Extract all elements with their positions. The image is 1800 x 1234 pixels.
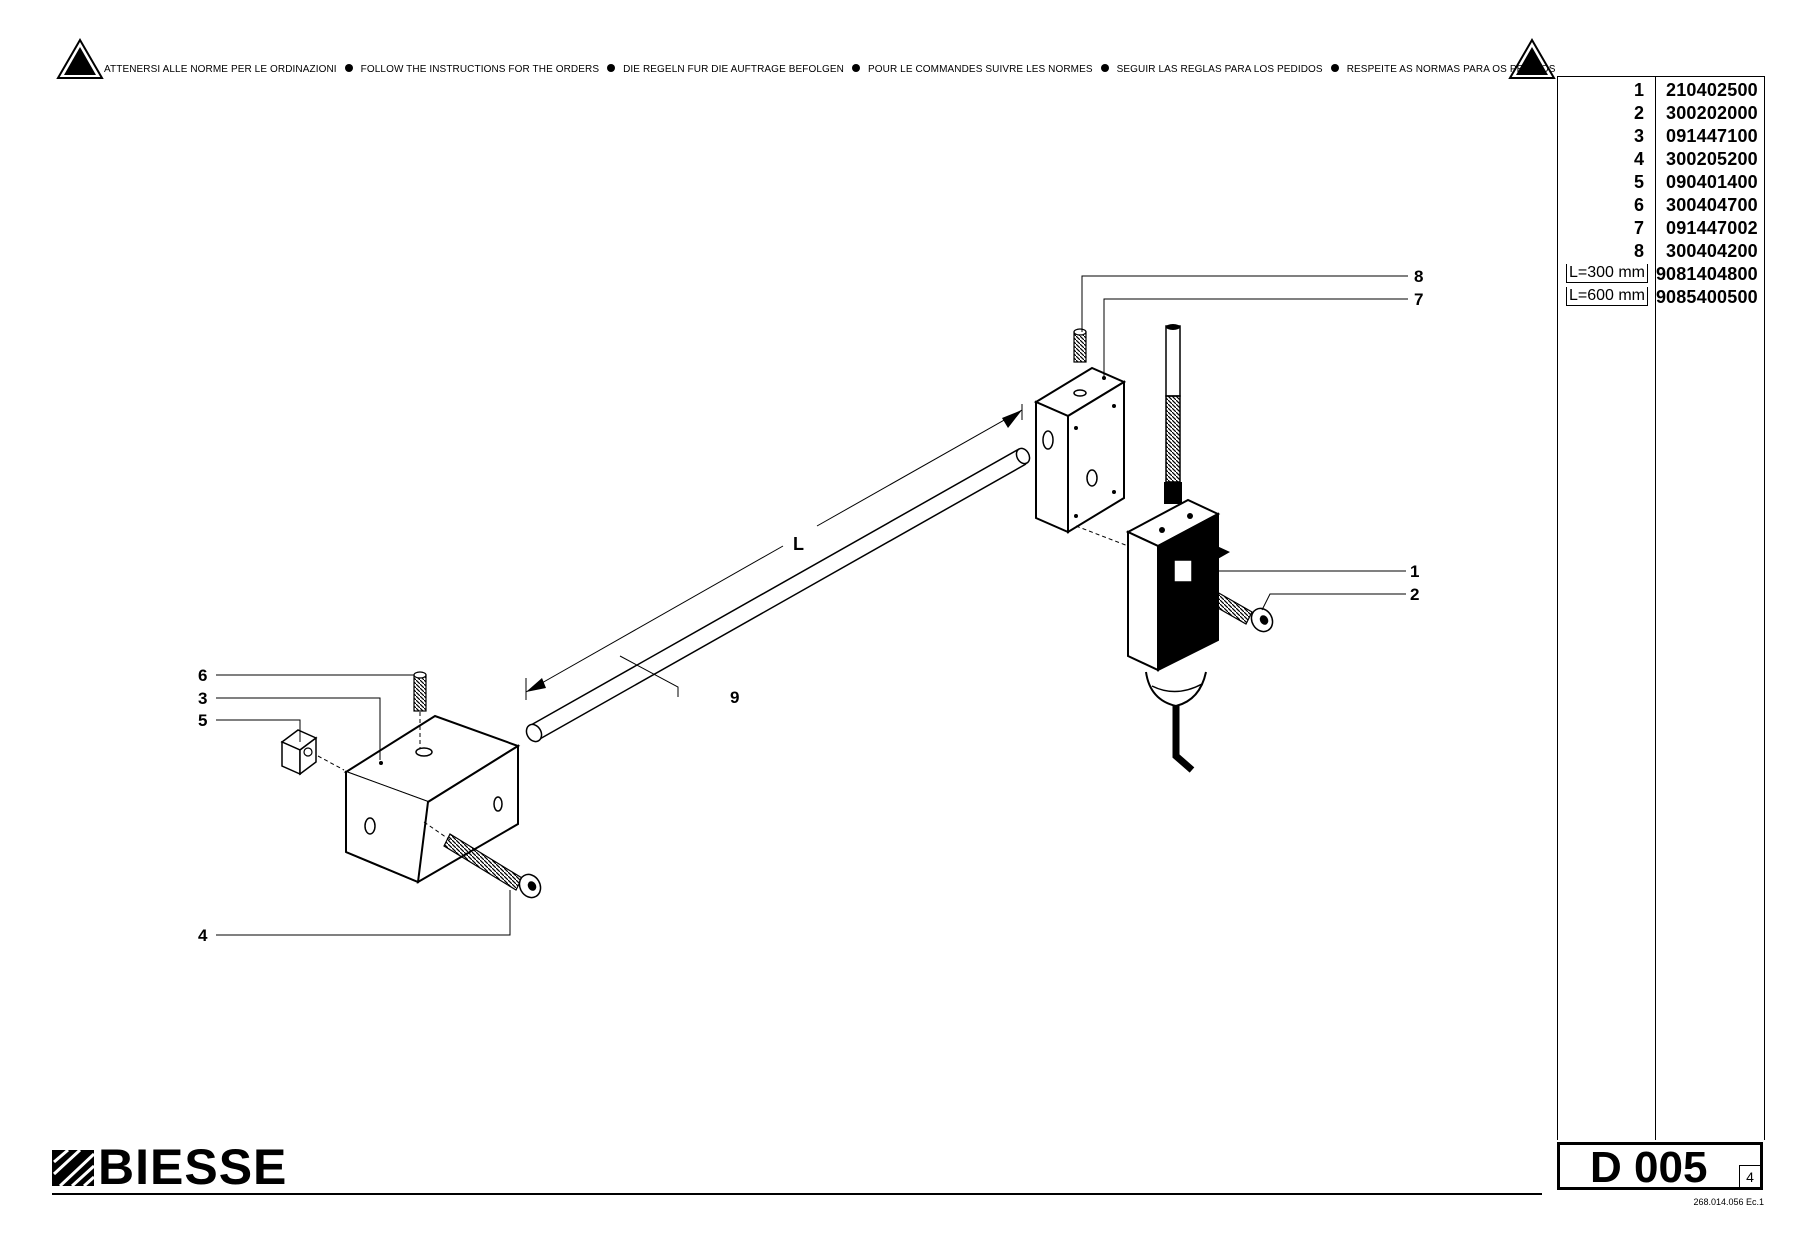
part-code: 210402500 (1666, 80, 1758, 100)
bullet-icon (344, 64, 353, 73)
rod-part-9 (525, 447, 1031, 743)
bullet-icon (1330, 64, 1339, 73)
set-screw-part-8 (1073, 328, 1087, 363)
callout-3: 3 (198, 689, 208, 708)
biesse-logo-icon (52, 1148, 96, 1188)
dimension-label-l: L (793, 534, 804, 554)
bottom-rule (52, 1193, 1542, 1195)
part-position: 2 (1633, 103, 1644, 123)
part-code: 300202000 (1666, 103, 1758, 123)
part-code: 081404800 (1666, 264, 1758, 284)
part-position: 8 (1633, 241, 1644, 261)
warning-triangle-icon (1508, 38, 1556, 79)
parts-row: L=300 mm 9 081404800 (1558, 264, 1764, 286)
parts-row: 2 300202000 (1558, 103, 1764, 125)
notice-it: ATTENERSI ALLE NORME PER LE ORDINAZIONI (104, 64, 337, 75)
parts-row: 6 300404700 (1558, 195, 1764, 217)
brand-name: BIESSE (98, 1139, 288, 1195)
notice-en: FOLLOW THE INSTRUCTIONS FOR THE ORDERS (360, 64, 600, 75)
part-code: 090401400 (1666, 172, 1758, 192)
block-part-3 (343, 714, 521, 884)
bullet-icon (851, 64, 860, 73)
parts-column-divider (1655, 77, 1656, 1140)
page-code-box: D 005 4 (1557, 1142, 1763, 1192)
screw-part-4 (423, 821, 542, 899)
part-position: 1 (1633, 80, 1644, 100)
parts-row: 7 091447002 (1558, 218, 1764, 240)
bullet-icon (607, 64, 616, 73)
callout-4: 4 (198, 926, 208, 945)
callout-1: 1 (1410, 562, 1420, 581)
notice-fr: POUR LE COMMANDES SUIVRE LES NORMES (867, 64, 1093, 75)
callout-5: 5 (198, 711, 208, 730)
dimension-l-arrow (525, 404, 1023, 700)
part-code: 091447100 (1666, 126, 1758, 146)
part-position: 7 (1633, 218, 1644, 238)
order-instructions-notice: ATTENERSI ALLE NORME PER LE ORDINAZIONI F… (104, 64, 1555, 75)
part-position: 9 (1655, 264, 1666, 284)
parts-list-table: 1 210402500 2 300202000 3 091447100 4 30… (1557, 76, 1765, 1140)
limit-switch-part-1 (1125, 324, 1230, 773)
parts-row: 5 090401400 (1558, 172, 1764, 194)
part-position: 5 (1633, 172, 1644, 192)
part-position: 9 (1655, 287, 1666, 307)
part-code: 300205200 (1666, 149, 1758, 169)
revision-number: 4 (1739, 1165, 1760, 1188)
nut-part-5 (280, 729, 345, 776)
parts-row: 3 091447100 (1558, 126, 1764, 148)
part-position: 4 (1633, 149, 1644, 169)
notice-pt: RESPEITE AS NORMAS PARA OS PEDIDOS (1346, 64, 1556, 75)
callout-7: 7 (1414, 290, 1424, 309)
screw-part-2 (1203, 587, 1274, 633)
part-length: L=600 mm (1565, 287, 1648, 306)
exploded-assembly-diagram (216, 275, 1408, 936)
parts-row: 1 210402500 (1558, 80, 1764, 102)
parts-row: L=600 mm 9 085400500 (1558, 287, 1764, 309)
page-code: D 005 (1590, 1143, 1708, 1192)
part-position: 6 (1633, 195, 1644, 215)
set-screw-part-6 (413, 671, 427, 748)
bullet-icon (1100, 64, 1109, 73)
notice-de: DIE REGELN FUR DIE AUFTRAGE BEFOLGEN (623, 64, 844, 75)
document-number: 268.014.056 Ec.1 (1693, 1197, 1764, 1207)
parts-row: 4 300205200 (1558, 149, 1764, 171)
part-code: 085400500 (1666, 287, 1758, 307)
warning-triangle-icon (56, 38, 104, 79)
part-code: 300404700 (1666, 195, 1758, 215)
block-part-7 (1033, 366, 1129, 547)
callout-9-rod: 9 (730, 688, 740, 707)
callout-2: 2 (1410, 585, 1420, 604)
part-length: L=300 mm (1565, 264, 1648, 283)
part-code: 300404200 (1666, 241, 1758, 261)
callout-6: 6 (198, 666, 208, 685)
notice-es: SEGUIR LAS REGLAS PARA LOS PEDIDOS (1116, 64, 1323, 75)
header-bar: ATTENERSI ALLE NORME PER LE ORDINAZIONI F… (0, 0, 1800, 120)
part-position: 3 (1633, 126, 1644, 146)
leader-lines (216, 275, 1408, 936)
part-code: 091447002 (1666, 218, 1758, 238)
parts-row: 8 300404200 (1558, 241, 1764, 263)
callout-8: 8 (1414, 267, 1424, 286)
